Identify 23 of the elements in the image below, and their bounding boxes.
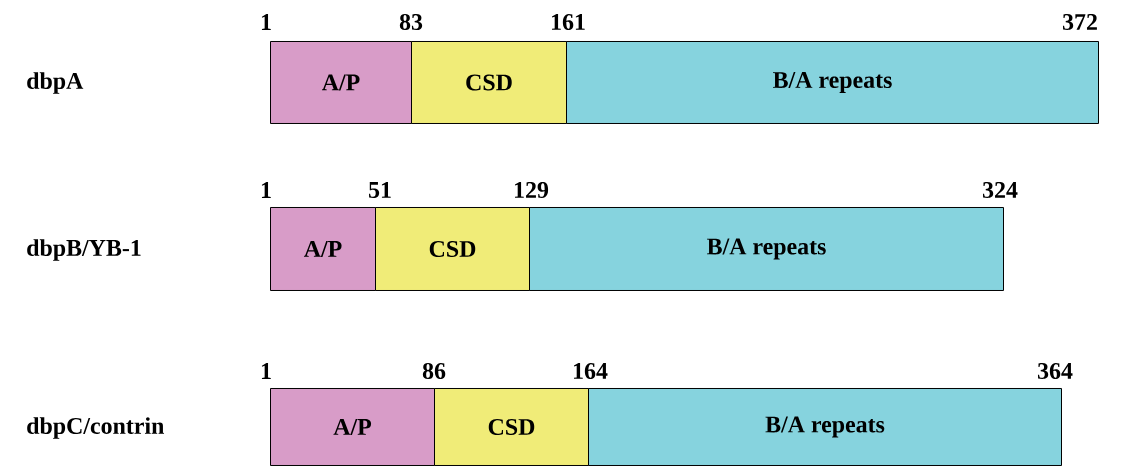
position-number: 324 [982,181,1018,198]
protein-name: dbpA [27,72,84,94]
position-number: 364 [1037,362,1073,379]
position-number: 1 [261,363,271,379]
domain-box: B/A repeats [529,207,1004,291]
domain-box: A/P [270,207,376,291]
domain-box: CSD [434,388,589,466]
position-number: 1 [261,182,271,198]
position-number: 164 [574,362,608,379]
domain-box: A/P [270,388,435,466]
domain-box: A/P [270,41,412,124]
position-number: 51 [369,182,391,198]
domain-box: B/A repeats [566,41,1099,124]
protein-name: dbpC/contrin [27,417,165,439]
protein-name: dbpB/YB-1 [27,239,141,261]
domain-box: B/A repeats [588,388,1062,466]
domain-box: CSD [375,207,530,291]
position-number: 129 [515,181,549,198]
position-number: 1 [261,14,271,30]
position-number: 161 [552,13,585,30]
position-number: 83 [399,13,423,31]
domain-box: CSD [411,41,567,124]
position-number: 86 [422,362,446,380]
